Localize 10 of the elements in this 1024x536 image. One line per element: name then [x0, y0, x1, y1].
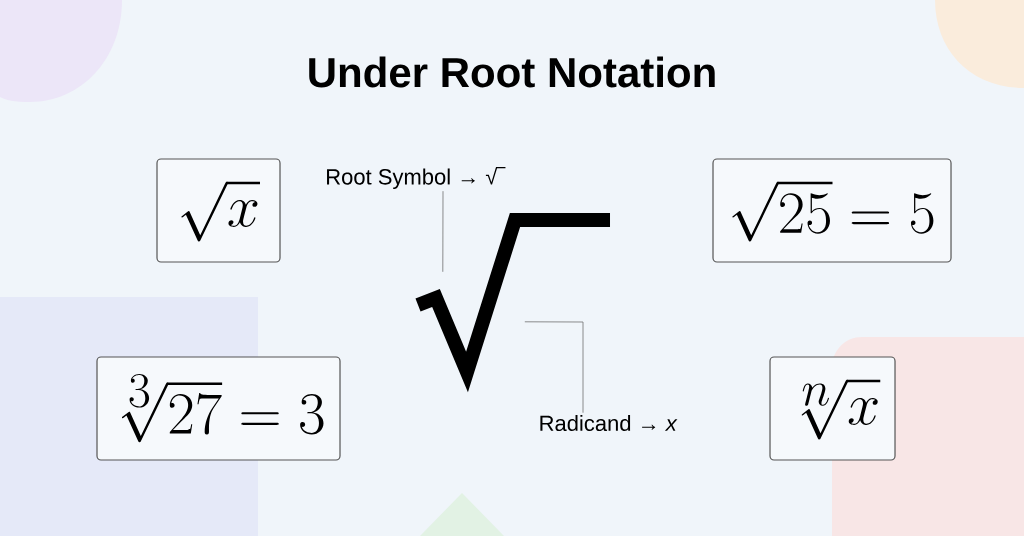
leader-line	[524, 321, 584, 414]
title: Under Root Notation	[309, 56, 715, 88]
formula-box: $\sqrt[3]{27} = 3$	[96, 356, 341, 461]
leader-line	[442, 190, 444, 273]
root-symbol-drawing	[415, 213, 610, 393]
formula-box: $\sqrt[n]{x}$	[769, 356, 896, 461]
callout-text: Root Symbol → √‾	[327, 167, 506, 189]
formula-box: $\sqrt{x}$	[156, 158, 281, 263]
callout-text: Radicand → x	[540, 414, 678, 432]
formula-box: $\sqrt{25} = 5$	[712, 158, 952, 263]
